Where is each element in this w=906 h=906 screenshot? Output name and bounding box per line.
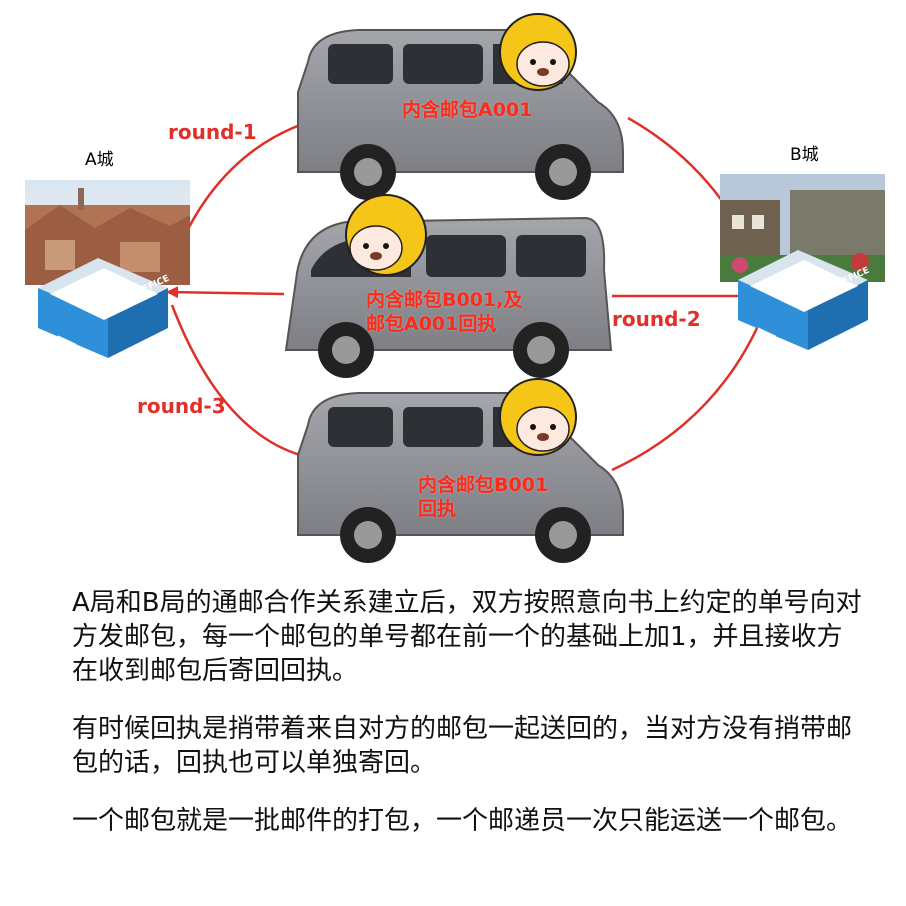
van-1-cargo-label: 内含邮包A001 — [402, 98, 532, 122]
van-1-cargo-line: 内含邮包A001 — [402, 99, 533, 121]
description-paragraph-3: 一个邮包就是一批邮件的打包，一个邮递员一次只能运送一个邮包。 — [72, 806, 853, 836]
round-1-label: round-1 — [168, 120, 257, 144]
city-a-picture — [25, 180, 190, 285]
round-2-label: round-2 — [612, 307, 701, 331]
post-office-b: POST OFFICE — [738, 250, 871, 366]
van-3-cargo-line-1: 内含邮包B001 — [418, 474, 549, 496]
van-round-3 — [297, 378, 624, 563]
post-office-a: POST OFFICE — [38, 258, 171, 374]
round-2-left-arrow — [166, 286, 285, 299]
city-a-label: A城 — [85, 150, 114, 170]
round-3-b-arrow — [611, 308, 767, 472]
van-3-cargo-label: 内含邮包B001 回执 — [418, 473, 548, 521]
van-3-cargo-line-2: 回执 — [418, 498, 457, 520]
description: A局和B局的通邮合作关系建立后，双方按照意向书上约定的单号向对方发邮包，每一个邮… — [72, 586, 862, 862]
van-2-cargo-label: 内含邮包B001,及 邮包A001回执 — [366, 288, 522, 336]
van-round-2 — [284, 194, 613, 378]
van-2-cargo-line-2: 邮包A001回执 — [366, 313, 497, 335]
description-paragraph-2: 有时候回执是捎带着来自对方的邮包一起送回的，当对方没有捎带邮包的话，回执也可以单… — [72, 714, 853, 778]
description-paragraph-1: A局和B局的通邮合作关系建立后，双方按照意向书上约定的单号向对方发邮包，每一个邮… — [72, 588, 862, 686]
round-3-arrow — [170, 304, 301, 457]
van-2-cargo-line-1: 内含邮包B001,及 — [366, 289, 523, 311]
van-round-1 — [297, 13, 624, 200]
round-3-label: round-3 — [137, 394, 226, 418]
city-b-label: B城 — [790, 145, 819, 165]
